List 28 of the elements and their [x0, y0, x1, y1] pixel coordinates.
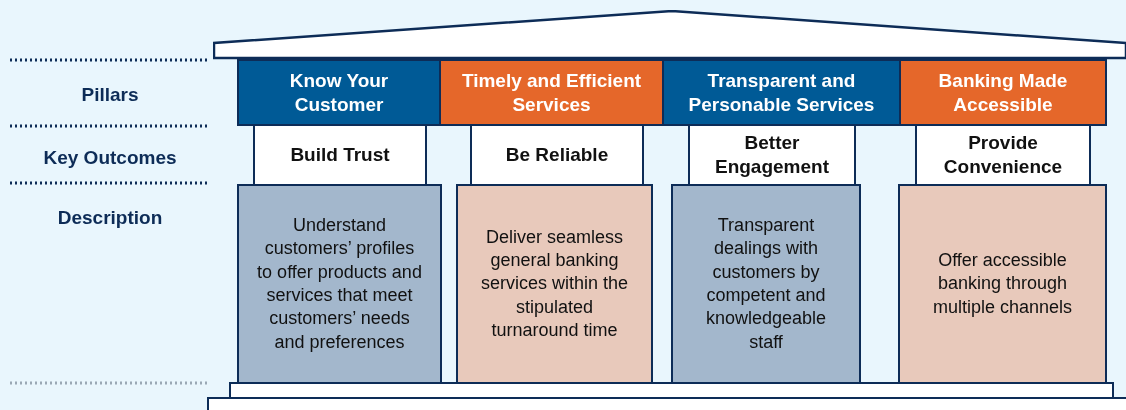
pillar-header — [899, 59, 1107, 126]
description-text: Offer accessible banking through multiple channels — [931, 248, 1074, 319]
outcome-column — [915, 124, 1091, 186]
description-panel — [237, 184, 442, 384]
heading-text: Better Engagement — [714, 131, 830, 179]
description-panel — [456, 184, 653, 384]
row-label: Pillars — [80, 84, 140, 106]
row-label: Description — [56, 207, 164, 229]
pillar-header — [439, 59, 664, 126]
pillar-header — [662, 59, 901, 126]
outcome-column — [253, 124, 427, 186]
description-text: Transparent dealings with customers by competent and knowledgeable staff — [704, 213, 828, 354]
heading-text: Build Trust — [290, 143, 390, 167]
description-text: Deliver seamless general banking services within the stipulated turnaround time — [479, 225, 630, 343]
row-label: Key Outcomes — [42, 147, 178, 169]
description-text: Understand customers’ profiles to offer products and services that meet customers’ needs and preferences — [257, 213, 422, 354]
outcome-column — [470, 124, 644, 186]
description-panel — [898, 184, 1107, 384]
description-panel — [671, 184, 861, 384]
outcome-column — [688, 124, 856, 186]
pillar-header — [237, 59, 441, 126]
roof-pediment — [213, 10, 1126, 60]
heading-text: Transparent and Personable Services — [687, 68, 876, 117]
heading-text: Know Your Customer — [288, 68, 390, 117]
heading-text: Provide Convenience — [942, 131, 1064, 179]
heading-text: Banking Made Accessible — [937, 68, 1069, 117]
heading-text: Timely and Efficient Services — [460, 68, 643, 117]
heading-text: Be Reliable — [505, 143, 609, 167]
